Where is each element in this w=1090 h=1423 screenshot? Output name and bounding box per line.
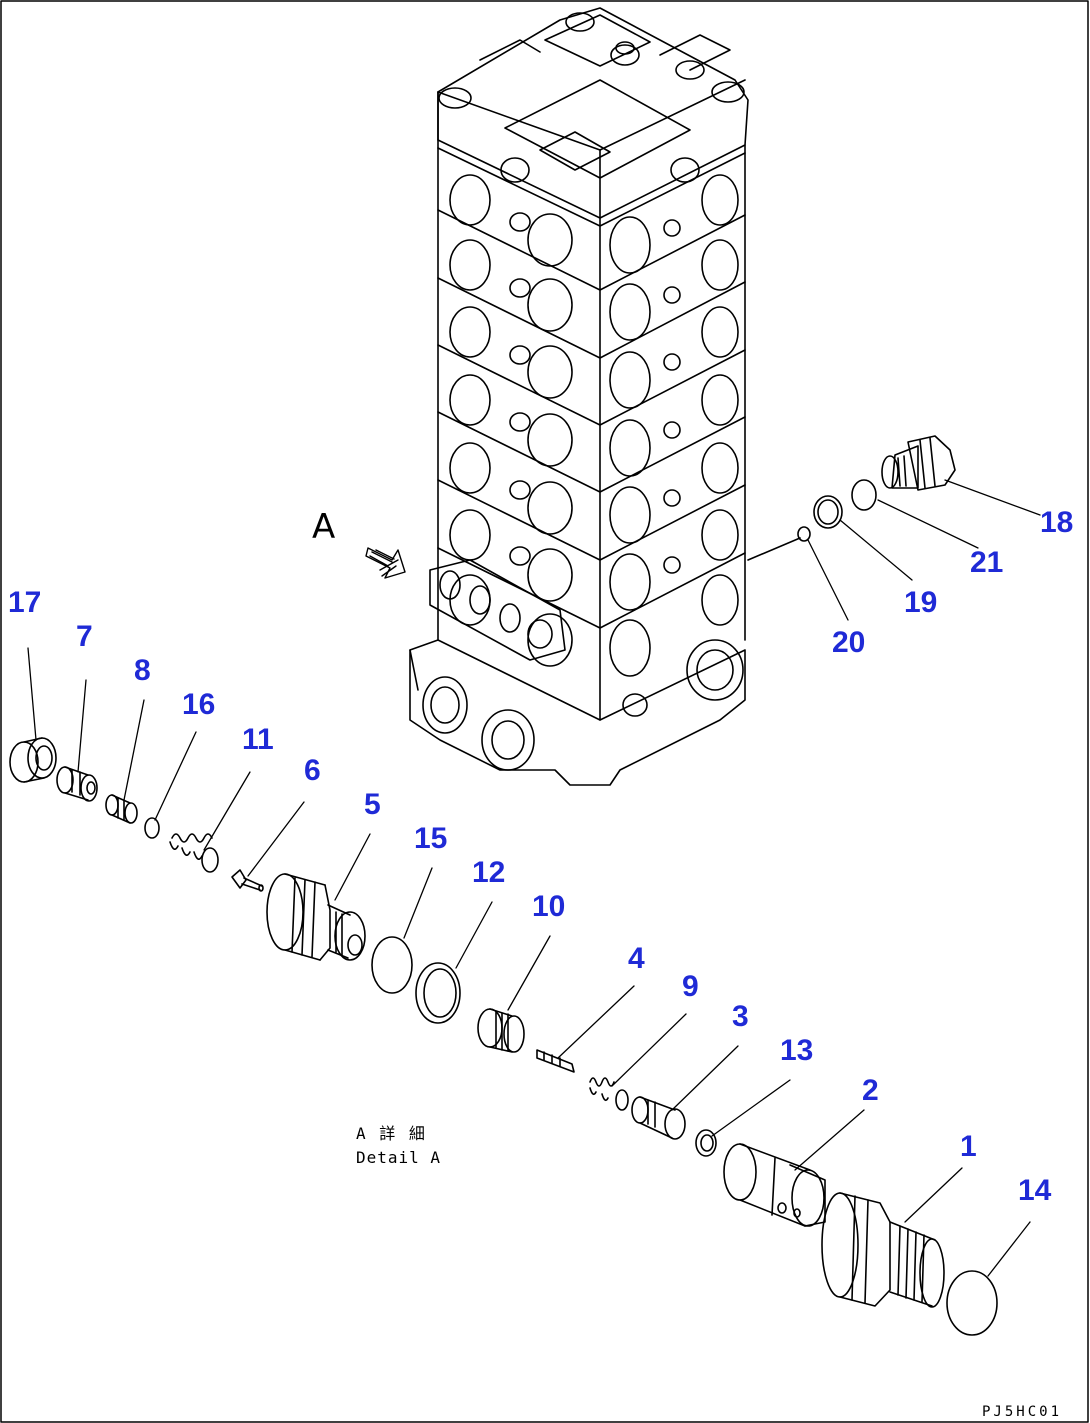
part-1-plug [821,1192,945,1308]
part-19-oring [813,495,843,529]
callout-17[interactable]: 17 [8,586,42,619]
callout-1[interactable]: 1 [960,1130,977,1163]
part-14-oring [946,1270,998,1336]
callout-12[interactable]: 12 [472,856,506,889]
callout-21[interactable]: 21 [970,546,1004,579]
part-18-plug [881,435,956,491]
callout-3[interactable]: 3 [732,1000,749,1033]
callout-6[interactable]: 6 [304,754,321,787]
part-5-housing [266,873,366,961]
part-21-ring [851,479,877,511]
detail-caption-jp: A 詳 細 [356,1124,427,1143]
callout-18[interactable]: 18 [1040,506,1074,539]
part-4-pin [536,1049,575,1073]
callout-20[interactable]: 20 [832,626,866,659]
callout-2[interactable]: 2 [862,1074,879,1107]
callout-10[interactable]: 10 [532,890,566,923]
part-20-small-ring [797,526,811,542]
part-15-oring [371,936,413,994]
callout-16[interactable]: 16 [182,688,216,721]
part-2-sleeve [723,1143,826,1227]
part-6-poppet [231,869,264,892]
part-12-backup-ring [415,962,461,1024]
callout-15[interactable]: 15 [414,822,448,855]
part-3-valve [631,1096,686,1140]
callout-11[interactable]: 11 [242,723,274,756]
callout-9[interactable]: 9 [682,970,699,1003]
part-13-ring [695,1129,717,1157]
callout-5[interactable]: 5 [364,788,381,821]
control-valve-body [409,7,749,786]
callout-7[interactable]: 7 [76,620,93,653]
part-11-spring [169,833,219,873]
part-7-nut [56,766,98,802]
part-17-cap [9,737,57,783]
callout-19[interactable]: 19 [904,586,938,619]
callout-4[interactable]: 4 [628,942,645,975]
callout-13[interactable]: 13 [780,1034,814,1067]
view-a-arrow-icon [365,547,406,579]
part-9-spring [589,1077,629,1111]
leader-body-to-20 [747,537,801,561]
view-a-label: A [312,507,336,547]
detail-caption-en: Detail A [356,1148,442,1167]
part-16-oring [144,817,160,839]
callout-leader-lines [27,479,1041,1277]
part-10-piston [477,1008,525,1053]
part-8-screw [105,794,138,824]
callout-8[interactable]: 8 [134,654,151,687]
drawing-code: PJ5HC01 [982,1404,1063,1420]
callout-14[interactable]: 14 [1018,1174,1052,1207]
